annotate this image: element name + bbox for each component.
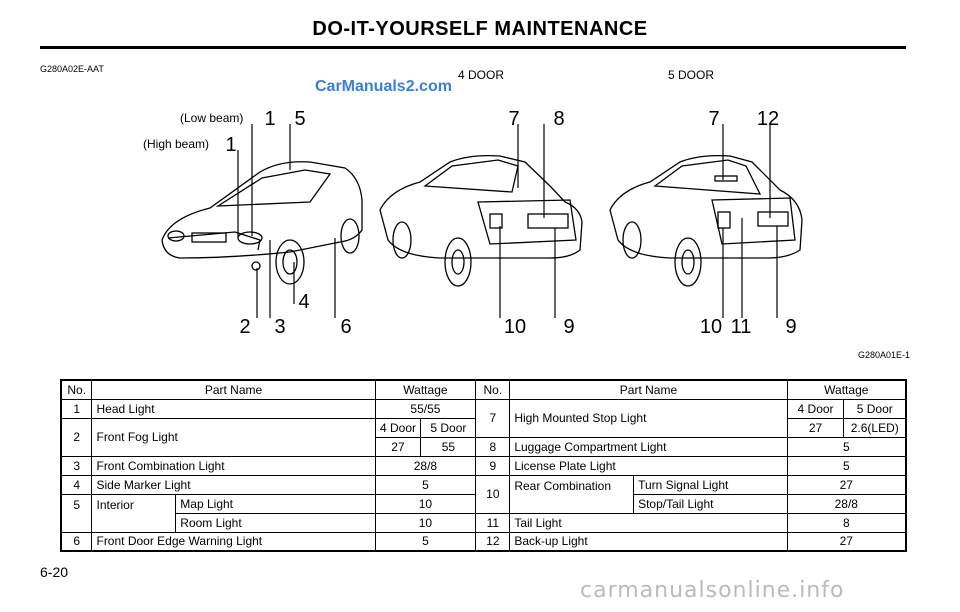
- callout-5: 5: [294, 108, 306, 130]
- row-no: 10: [475, 474, 511, 514]
- sub-part-name: Room Light: [175, 512, 376, 533]
- sub-header: 4 Door: [374, 417, 422, 438]
- cars-illustration: [161, 124, 803, 318]
- wattage: 28/8: [786, 493, 907, 514]
- watermark-bottom: carmanualsonline.info: [580, 578, 845, 603]
- watermark-top: CarManuals2.com: [315, 78, 452, 95]
- sub-header: 4 Door: [786, 398, 845, 419]
- doc-code-figure: G280A01E-1: [858, 350, 911, 360]
- row-no: 4: [60, 474, 93, 495]
- callout-12: 12: [756, 108, 780, 130]
- callout-8: 8: [553, 108, 565, 130]
- part-name: License Plate Light: [509, 455, 788, 476]
- header-rule: [40, 46, 906, 49]
- wattage: 55/55: [374, 398, 477, 419]
- page-title: DO-IT-YOURSELF MAINTENANCE: [312, 18, 648, 40]
- part-name: Front Fog Light: [91, 417, 376, 457]
- part-name: Back-up Light: [509, 531, 788, 552]
- header-no: No.: [475, 379, 511, 400]
- row-no: 9: [475, 455, 511, 476]
- callout-9-5door: 9: [785, 316, 797, 338]
- wattage: 27: [786, 474, 907, 495]
- row-no: 11: [475, 512, 511, 533]
- wattage: 55: [420, 436, 477, 457]
- part-name: High Mounted Stop Light: [509, 398, 788, 438]
- table-row: 5 Interior Map Light 10 Stop/Tail Light …: [60, 493, 907, 533]
- sub-part-name: Map Light: [175, 493, 376, 514]
- wattage: 10: [374, 512, 477, 533]
- callout-10-4door: 10: [503, 316, 527, 338]
- table-row: Room Light 10 11 Tail Light 8: [61, 512, 907, 533]
- table-row: 4 Side Marker Light 5 10 Rear Combinatio…: [60, 474, 907, 514]
- high-beam-label: (High beam): [143, 137, 210, 151]
- wattage: 27: [786, 417, 845, 438]
- part-name: Front Door Edge Warning Light: [91, 531, 376, 552]
- part-name: Rear Combination: [509, 474, 635, 514]
- row-no: 8: [475, 436, 511, 457]
- wattage: 27: [786, 531, 907, 552]
- callout-4: 4: [298, 291, 310, 313]
- header-wattage: Wattage: [374, 379, 477, 400]
- table-row: 3 Front Combination Light 28/8 9 License…: [60, 455, 907, 476]
- header-part-name: Part Name: [509, 379, 788, 400]
- wattage: 5: [374, 474, 477, 495]
- table-row: 6 Front Door Edge Warning Light 5 12 Bac…: [60, 531, 907, 552]
- wattage: 5: [786, 436, 907, 457]
- row-no: 5: [60, 493, 93, 533]
- part-name: Tail Light: [509, 512, 788, 533]
- callout-11: 11: [730, 316, 752, 338]
- row-no: 12: [475, 531, 511, 552]
- callout-9-4door: 9: [563, 316, 575, 338]
- wattage: 27: [374, 436, 422, 457]
- header-part-name: Part Name: [91, 379, 376, 400]
- table-row: 1 Head Light 55/55 7 High Mounted Stop L…: [60, 398, 907, 438]
- header-wattage: Wattage: [786, 379, 907, 400]
- sub-part-name: Turn Signal Light: [633, 474, 788, 495]
- low-beam-label: (Low beam): [180, 111, 244, 125]
- callout-1-high: 1: [225, 134, 237, 156]
- row-no: 3: [60, 455, 93, 476]
- callout-2: 2: [239, 316, 251, 338]
- row-no: 7: [475, 398, 511, 438]
- wattage: 5: [374, 531, 477, 552]
- sub-part-name: Stop/Tail Light: [633, 493, 788, 514]
- part-name: Interior: [91, 493, 177, 533]
- sub-header: 5 Door: [420, 417, 477, 438]
- row-no: 2: [60, 417, 93, 457]
- wattage: 5: [786, 455, 907, 476]
- doc-code-top: G280A02E-AAT: [40, 64, 104, 74]
- door4-label: 4 DOOR: [458, 68, 505, 82]
- part-name: Head Light: [91, 398, 376, 419]
- callout-10-5door: 10: [699, 316, 723, 338]
- callout-3: 3: [274, 316, 286, 338]
- bulb-wattage-table: No. Part Name Wattage No. Part Name Watt…: [60, 379, 907, 552]
- wattage: 2.6(LED): [843, 417, 907, 438]
- wattage: 28/8: [374, 455, 477, 476]
- sub-header: 5 Door: [843, 398, 907, 419]
- table-row: 27 55 8 Luggage Compartment Light 5: [61, 436, 907, 457]
- callout-7-4door: 7: [508, 108, 520, 130]
- part-name: Front Combination Light: [91, 455, 376, 476]
- wattage: 8: [786, 512, 907, 533]
- callout-1-low: 1: [264, 108, 276, 130]
- callout-7-5door: 7: [708, 108, 720, 130]
- table-header-row: No. Part Name Wattage No. Part Name Watt…: [60, 379, 907, 400]
- row-no: 1: [60, 398, 93, 419]
- wattage: 10: [374, 493, 477, 514]
- row-no: 6: [60, 531, 93, 552]
- part-name: Luggage Compartment Light: [509, 436, 788, 457]
- header-no: No.: [60, 379, 93, 400]
- door5-label: 5 DOOR: [668, 68, 715, 82]
- part-name: Side Marker Light: [91, 474, 376, 495]
- callout-6: 6: [340, 316, 352, 338]
- page-number: 6-20: [40, 564, 69, 580]
